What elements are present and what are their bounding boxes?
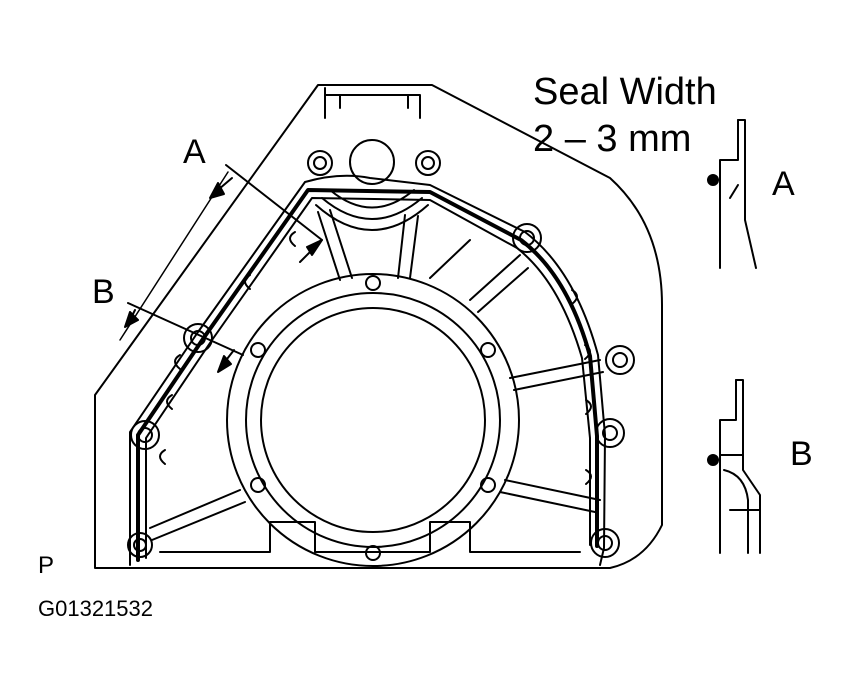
flange-notches: [159, 231, 592, 485]
section-label-b: B: [92, 273, 115, 311]
seal-width-title: Seal Width: [533, 71, 717, 113]
figure-code: G01321532: [38, 596, 153, 621]
cover-outline: [94, 84, 663, 569]
top-boss: [324, 87, 421, 119]
section-label-a: A: [183, 133, 206, 171]
detail-label-b: B: [790, 435, 813, 473]
detail-label-a: A: [772, 165, 795, 203]
detail-b-section: [707, 379, 761, 554]
detail-a-section: [707, 119, 757, 269]
section-line-b: [124, 302, 244, 373]
cover-ribs: [149, 209, 604, 541]
section-line-a: [119, 164, 323, 341]
bottom-edge: [159, 521, 581, 553]
bolt-bosses: [127, 150, 635, 558]
bore-bolt-holes: [250, 275, 496, 561]
seal-width-value: 2 – 3 mm: [533, 118, 692, 160]
marker-p: P: [38, 552, 55, 579]
gasket-flange-inner: [145, 197, 591, 559]
top-center-boss: [315, 139, 429, 231]
seal-bead: [136, 188, 599, 562]
